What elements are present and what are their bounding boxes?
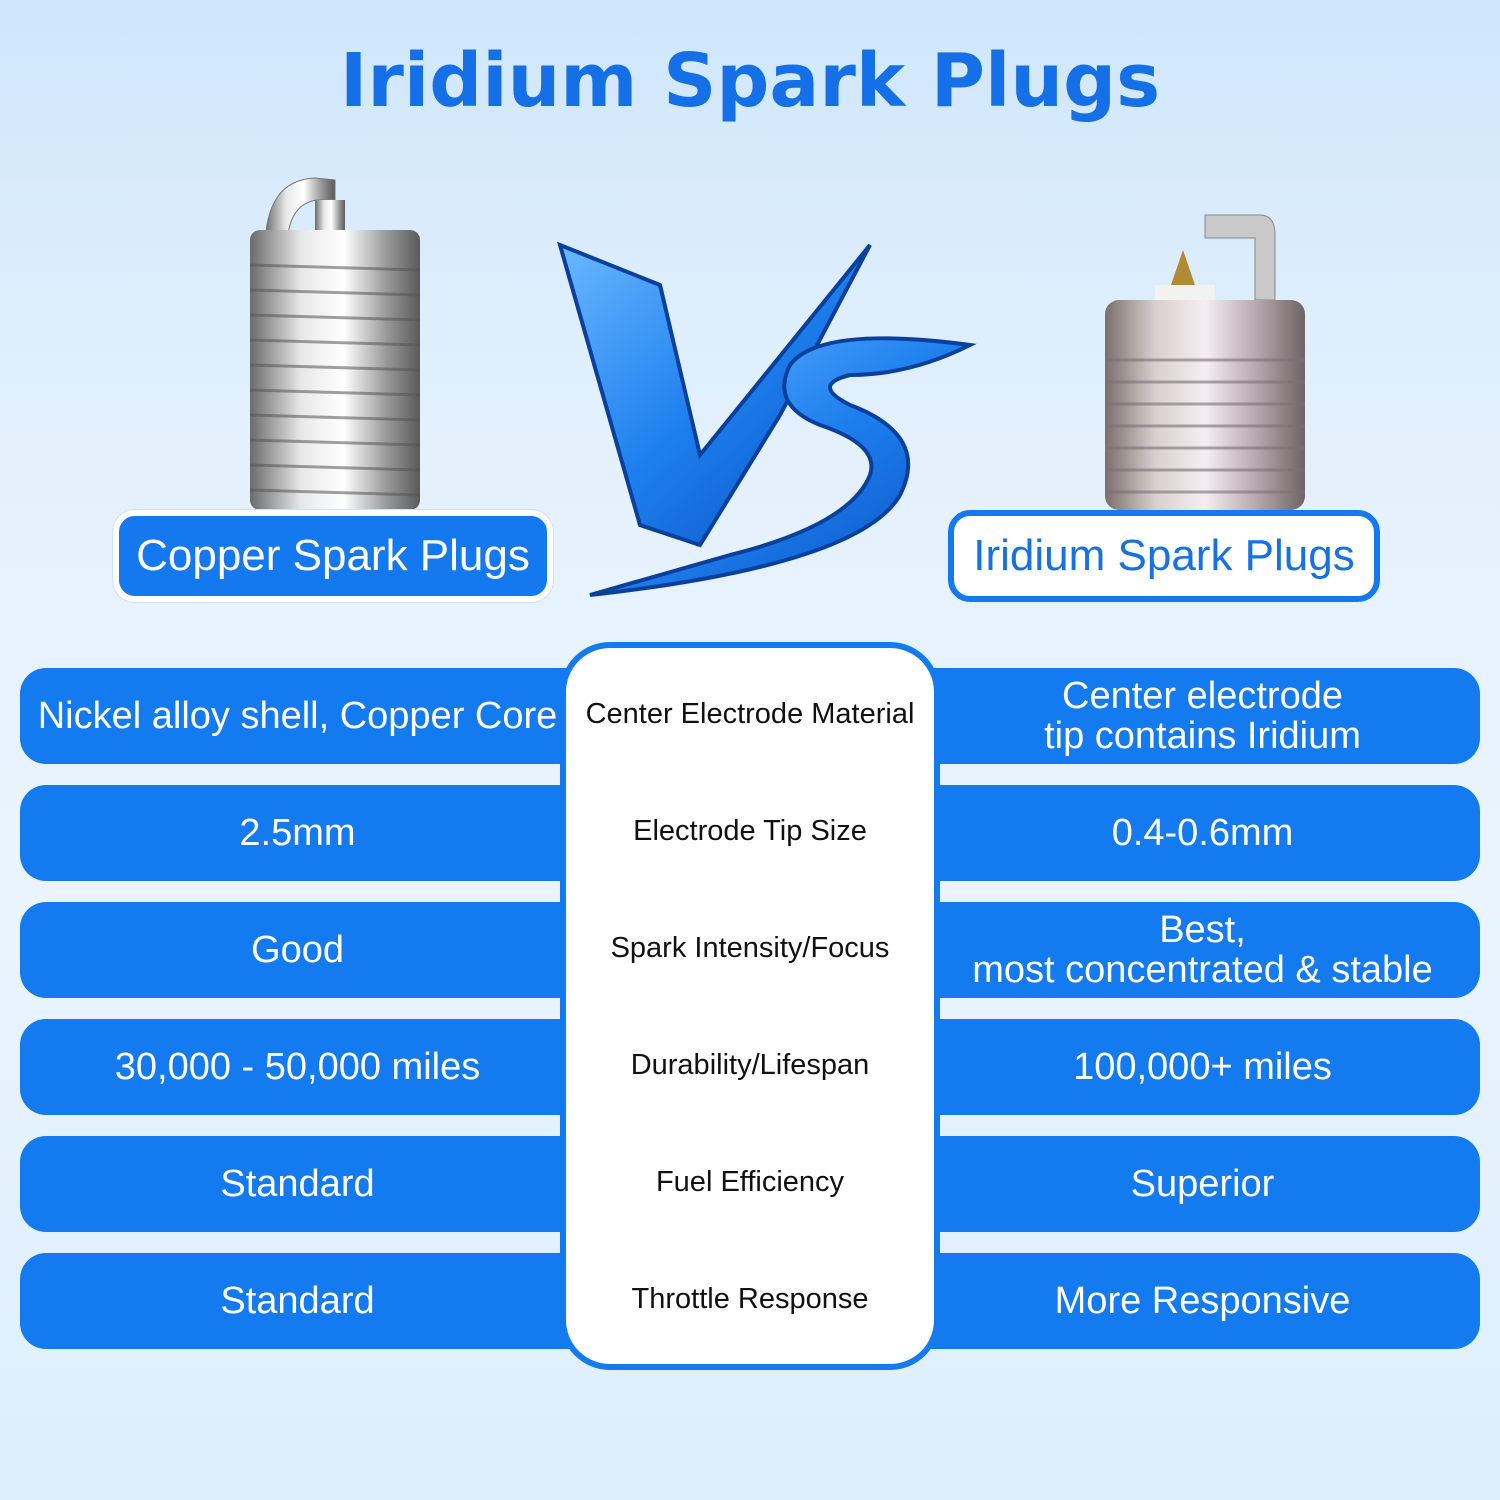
iridium-value-tip-size: 0.4-0.6mm — [925, 785, 1480, 881]
iridium-value-throttle: More Responsive — [925, 1253, 1480, 1349]
copper-value-throttle: Standard — [20, 1253, 575, 1349]
iridium-value-fuel: Superior — [925, 1136, 1480, 1232]
vs-emblem — [556, 241, 977, 597]
copper-value-tip-size: 2.5mm — [20, 785, 575, 881]
iridium-value-spark: Best, most concentrated & stable — [925, 902, 1480, 998]
feature-label: Throttle Response — [631, 1282, 869, 1315]
feature-panel — [560, 642, 940, 1370]
copper-value-spark: Good — [20, 902, 575, 998]
iridium-name-tag: Iridium Spark Plugs — [948, 510, 1380, 602]
iridium-value-durability: 100,000+ miles — [925, 1019, 1480, 1115]
copper-spark-plug-image — [249, 177, 421, 510]
feature-label: Durability/Lifespan — [630, 1048, 870, 1081]
feature-label: Center Electrode Material — [585, 697, 915, 730]
copper-name-tag: Copper Spark Plugs — [113, 510, 553, 602]
copper-value-material: Nickel alloy shell, Copper Core — [20, 668, 575, 764]
copper-value-durability: 30,000 - 50,000 miles — [20, 1019, 575, 1115]
iridium-value-material: Center electrode tip contains Iridium — [925, 668, 1480, 764]
iridium-spark-plug-image — [1105, 214, 1305, 510]
page-title: Iridium Spark Plugs — [339, 38, 1161, 124]
feature-label: Spark Intensity/Focus — [610, 931, 890, 964]
feature-label: Electrode Tip Size — [633, 814, 867, 847]
copper-value-fuel: Standard — [20, 1136, 575, 1232]
feature-label: Fuel Efficiency — [655, 1165, 845, 1198]
